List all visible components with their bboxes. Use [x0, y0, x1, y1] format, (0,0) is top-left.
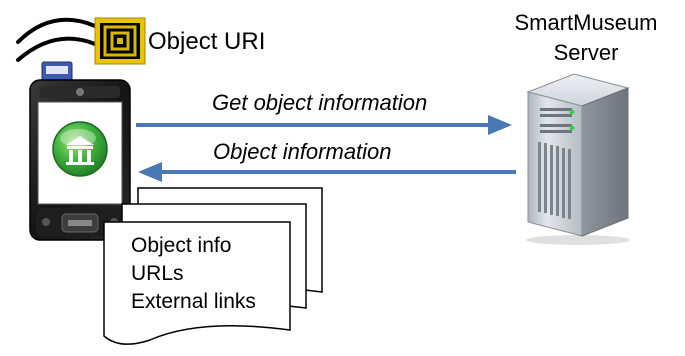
museum-app-icon: [52, 121, 108, 177]
pda-phone-icon: [29, 61, 131, 241]
wireless-signal-icon: [16, 17, 97, 62]
document-line-object-info: Object info: [131, 234, 232, 257]
document-line-urls: URLs: [131, 262, 184, 285]
document-stack-icon: [103, 187, 323, 345]
object-uri-label: Object URI: [148, 28, 266, 55]
request-arrow-label: Get object information: [212, 90, 428, 115]
server-tower-icon: [526, 73, 630, 245]
server-label: SmartMuseum Server: [496, 8, 676, 68]
server-label-line1: SmartMuseum: [514, 10, 658, 35]
response-arrow-label: Object information: [213, 139, 392, 164]
server-label-line2: Server: [553, 40, 619, 65]
request-arrow: [136, 115, 512, 135]
response-arrow: [138, 162, 516, 182]
rfid-tag-icon: [94, 17, 146, 65]
document-contents: Object info URLs External links: [131, 232, 256, 316]
document-line-external-links: External links: [131, 290, 256, 313]
